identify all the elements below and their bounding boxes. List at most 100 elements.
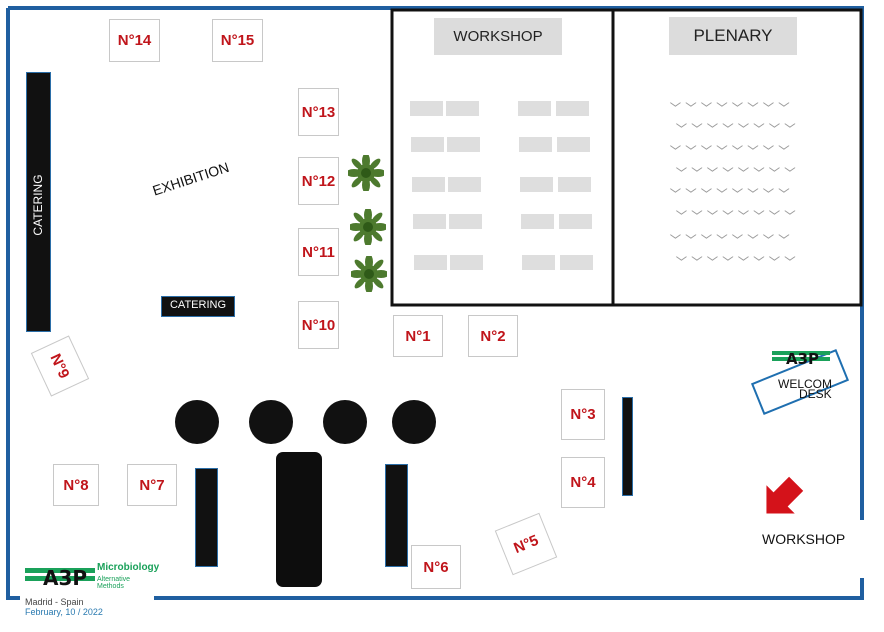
seat-icon: ⌵ (763, 183, 774, 195)
seat-icon: ⌵ (753, 205, 765, 217)
seat-icon: ⌵ (784, 118, 796, 130)
seat-icon: ⌵ (676, 118, 687, 130)
seat-icon: ⌵ (685, 97, 697, 109)
booth-13: N°13 (298, 88, 339, 136)
seat-icon: ⌵ (670, 140, 681, 152)
round-table (175, 400, 219, 444)
seat-icon: ⌵ (722, 205, 734, 217)
booth-2: N°2 (468, 315, 518, 357)
seat-icon: ⌵ (753, 251, 765, 263)
workshop-table (410, 101, 443, 116)
seat-icon: ⌵ (670, 183, 681, 195)
a3p-logo-icon: A3P (772, 350, 830, 368)
seat-icon: ⌵ (747, 140, 759, 152)
seat-icon: ⌵ (784, 162, 796, 174)
seat-icon: ⌵ (732, 229, 743, 241)
seat-icon: ⌵ (707, 118, 718, 130)
seat-icon: ⌵ (747, 183, 759, 195)
workshop-table (446, 101, 479, 116)
seat-icon: ⌵ (701, 229, 712, 241)
footer-location: Madrid - Spain (25, 597, 84, 607)
workshop-table (411, 137, 444, 152)
large-counter (276, 452, 322, 587)
seat-icon: ⌵ (753, 118, 765, 130)
seat-icon: ⌵ (716, 97, 728, 109)
seat-icon: ⌵ (685, 183, 697, 195)
booth-8: N°8 (53, 464, 99, 506)
svg-text:A3P: A3P (786, 350, 819, 367)
seat-icon: ⌵ (769, 162, 780, 174)
seat-icon: ⌵ (722, 251, 734, 263)
welcome-desk-label-1: WELCOM (778, 377, 832, 391)
seat-icon: ⌵ (778, 183, 790, 195)
booth-3: N°3 (561, 389, 605, 440)
seat-icon: ⌵ (676, 251, 687, 263)
booth-1: N°1 (393, 315, 443, 357)
booth-4: N°4 (561, 457, 605, 508)
workshop-table (521, 214, 554, 229)
booth-10: N°10 (298, 301, 339, 349)
seat-icon: ⌵ (778, 97, 790, 109)
a3p-logo-icon: A3P (25, 566, 95, 588)
seat-icon: ⌵ (722, 118, 734, 130)
seat-icon: ⌵ (747, 229, 759, 241)
seat-icon: ⌵ (722, 162, 734, 174)
plant-icon (351, 256, 387, 292)
seat-icon: ⌵ (707, 162, 718, 174)
seat-icon: ⌵ (738, 251, 749, 263)
seat-icon: ⌵ (732, 183, 743, 195)
seat-icon: ⌵ (784, 205, 796, 217)
logo-line2: Alternative Methods (97, 576, 131, 590)
workshop-table (560, 255, 593, 270)
seat-icon: ⌵ (676, 162, 687, 174)
round-table (392, 400, 436, 444)
round-table (323, 400, 367, 444)
seat-icon: ⌵ (784, 251, 796, 263)
seat-icon: ⌵ (670, 229, 681, 241)
logo: A3P Microbiology Alternative Methods (25, 562, 159, 592)
booth-12: N°12 (298, 157, 339, 205)
seat-icon: ⌵ (701, 140, 712, 152)
seat-icon: ⌵ (763, 140, 774, 152)
booth-15: N°15 (212, 19, 263, 62)
seat-icon: ⌵ (685, 229, 697, 241)
counter (385, 464, 408, 567)
seat-icon: ⌵ (691, 251, 703, 263)
catering-vertical-label: CATERING (31, 174, 45, 236)
workshop-table (450, 255, 483, 270)
seat-icon: ⌵ (707, 205, 718, 217)
seat-icon: ⌵ (738, 162, 749, 174)
seat-icon: ⌵ (778, 140, 790, 152)
workshop-table (412, 177, 445, 192)
workshop-direction-label: WORKSHOP (762, 531, 846, 547)
seat-icon: ⌵ (716, 229, 728, 241)
seat-icon: ⌵ (701, 97, 712, 109)
seat-icon: ⌵ (753, 162, 765, 174)
seat-icon: ⌵ (769, 118, 780, 130)
seat-icon: ⌵ (716, 140, 728, 152)
seat-icon: ⌵ (676, 205, 687, 217)
seat-icon: ⌵ (707, 251, 718, 263)
seat-icon: ⌵ (763, 229, 774, 241)
booth-6: N°6 (411, 545, 461, 589)
footer-date: February, 10 / 2022 (25, 607, 103, 617)
seat-icon: ⌵ (763, 97, 774, 109)
workshop-table (557, 137, 590, 152)
seat-icon: ⌵ (738, 118, 749, 130)
welcome-desk-logo: A3P (772, 349, 832, 368)
round-table (249, 400, 293, 444)
seat-icon: ⌵ (691, 118, 703, 130)
counter (195, 468, 218, 567)
seat-icon: ⌵ (747, 97, 759, 109)
seat-icon: ⌵ (670, 97, 681, 109)
booth-14: N°14 (109, 19, 160, 62)
booth-11: N°11 (298, 228, 339, 276)
workshop-table (558, 177, 591, 192)
seat-icon: ⌵ (691, 205, 703, 217)
workshop-table (449, 214, 482, 229)
seat-icon: ⌵ (685, 140, 697, 152)
svg-text:A3P: A3P (43, 566, 87, 588)
workshop-table (556, 101, 589, 116)
